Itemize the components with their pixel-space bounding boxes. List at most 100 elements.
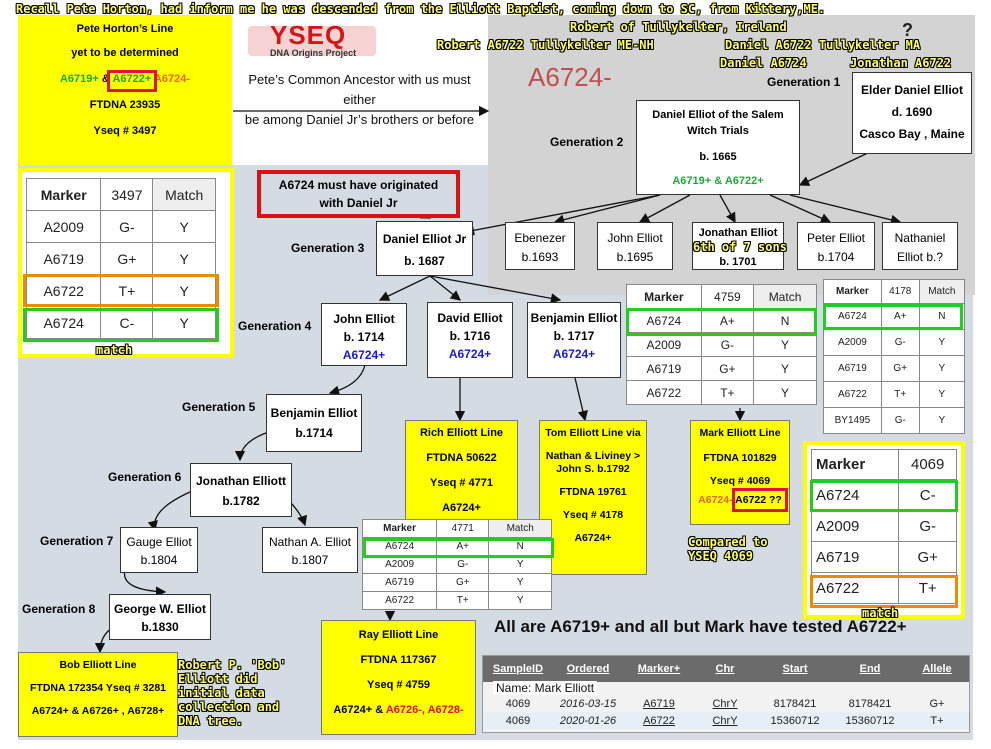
person-name-line1: Daniel Elliot of the Salem <box>652 109 784 121</box>
col-sampleid[interactable]: SampleID <box>492 663 544 675</box>
line-snp2: A6726-, A6728- <box>385 704 464 716</box>
person-ebenezer: Ebenezer b.1693 <box>505 222 575 270</box>
table-row: A6719 G+ <box>810 541 957 573</box>
bob-note-line: initial data <box>178 686 265 700</box>
header-cell: Match <box>488 519 552 538</box>
cell-marker[interactable]: A6722 <box>643 714 675 727</box>
table-row: A2009 G- Y <box>823 329 966 356</box>
summary-text: All are A6719+ and all but Mark have tes… <box>494 617 907 636</box>
line-snp: A6724+ <box>442 502 481 514</box>
table-row: A2009 G- <box>810 510 957 542</box>
bob-note: Robert P. 'Bob' Elliott did initial data… <box>178 658 286 728</box>
marker-cell: A2009 <box>361 555 438 574</box>
value-cell: G+ <box>100 242 154 275</box>
person-name-line2: Witch Trials <box>687 125 749 137</box>
value-cell: G- <box>880 329 920 356</box>
mark-elliott-line-box: Mark Elliott Line FTDNA 101829 Yseq # 40… <box>690 420 790 525</box>
person-nathaniel: Nathaniel Elliot b.? <box>882 222 958 270</box>
col-end[interactable]: End <box>859 663 881 675</box>
value-cell: G- <box>898 510 957 542</box>
header-cell: 4759 <box>700 284 755 309</box>
col-ordered[interactable]: Ordered <box>566 663 610 675</box>
person-dates: d. 1690 <box>891 105 933 119</box>
yseq-logo: YSEQ DNA Origins Project <box>248 20 383 62</box>
tom-elliott-line-box: Tom Elliott Line via Nathan & Liviney > … <box>539 420 647 575</box>
marker-table-4178: Marker 4178 Match A6724 A+ N A2009 G- Y … <box>823 279 966 434</box>
col-chr[interactable]: Chr <box>715 663 735 675</box>
value-cell: G+ <box>436 573 490 592</box>
bob-elliott-line-box: Bob Elliott Line FTDNA 172354 Yseq # 328… <box>18 652 178 737</box>
table-row: A6719 G+ Y <box>361 573 552 592</box>
marker-cell: A2009 <box>25 210 102 243</box>
person-dates: b.1782 <box>222 494 260 508</box>
marker-cell: A6724 <box>810 479 900 511</box>
table-row: A6719 G+ Y <box>25 242 216 275</box>
ray-elliott-line-box: Ray Elliott Line FTDNA 117367 Yseq # 475… <box>321 620 476 735</box>
value-cell: T+ <box>700 380 755 405</box>
person-name: George W. Elliot <box>113 602 206 616</box>
match-cell: Y <box>152 306 216 339</box>
person-name: Ebenezer <box>514 231 566 245</box>
line-ftdna: FTDNA 172354 Yseq # 3281 <box>30 682 166 694</box>
marker-cell: A6722 <box>361 591 438 610</box>
t4759-a6724-highlight <box>626 308 817 336</box>
table-row: A2009 G- Y <box>25 210 216 243</box>
cell-chr[interactable]: ChrY <box>712 697 738 710</box>
person-dates: b. 1687 <box>404 254 445 268</box>
match-cell: Y <box>152 210 216 243</box>
person-name: Elder Daniel Elliot <box>860 83 964 97</box>
generation-8-label: Generation 8 <box>22 602 96 616</box>
person-dates: Elliot b.? <box>896 250 944 264</box>
pete-snp-a6719: A6719+ <box>59 73 99 85</box>
a6724-minus-label: A6724- <box>528 62 612 92</box>
match-cell: Y <box>753 380 817 405</box>
match-cell: Y <box>152 242 216 275</box>
col-allele[interactable]: Allele <box>922 663 952 675</box>
pete-snps: A6719+ & A6722+ A6724- <box>18 73 232 85</box>
person-nathan: Nathan A. Elliot b.1807 <box>262 527 358 573</box>
match-cell: Y <box>753 332 817 357</box>
line-snp2: A6722 ?? <box>735 494 782 506</box>
yseq-logo-tagline: DNA Origins Project <box>270 48 357 58</box>
marker-cell: A2009 <box>626 332 702 357</box>
person-benjamin-1717: Benjamin Elliot b. 1717 A6724+ <box>527 302 621 378</box>
line-title: Bob Elliott Line <box>59 659 137 671</box>
line-yseq: Yseq # 4178 <box>562 509 624 521</box>
cell-ordered: 2016-03-15 <box>559 697 617 710</box>
table-row: A6719 G+ Y <box>823 355 966 382</box>
match-cell: Y <box>918 407 966 434</box>
marker-cell: A6719 <box>810 541 900 573</box>
bob-note-line: collection and <box>178 700 280 714</box>
person-name: Daniel Elliot Jr <box>382 232 467 246</box>
marker-cell: A2009 <box>810 510 900 542</box>
value-cell: G+ <box>880 355 920 382</box>
match-cell: Y <box>918 355 966 382</box>
line-snp: A6724+ & A6726+ , A6728+ <box>31 705 165 717</box>
match-cell: Y <box>152 274 216 307</box>
header-cell: Match <box>753 284 817 309</box>
ancestor-note-line2: be among Daniel Jr’s brothers or before <box>244 112 475 127</box>
marker-cell: A6724 <box>626 308 702 333</box>
line-yseq: Yseq # 4759 <box>367 679 430 691</box>
match-cell: Y <box>488 555 552 574</box>
person-name: Nathaniel <box>894 231 946 245</box>
cell-allele: G+ <box>929 697 945 710</box>
cell-marker[interactable]: A6719 <box>643 697 675 710</box>
value-cell: T+ <box>436 591 490 610</box>
marker-cell: A2009 <box>823 329 882 356</box>
pete-snp-a6722: A6722+ <box>112 73 152 85</box>
cell-chr[interactable]: ChrY <box>712 714 738 727</box>
person-name: David Elliot <box>437 311 503 325</box>
line-title: Tom Elliott Line via <box>545 427 641 439</box>
generation-3-label: Generation 3 <box>291 241 365 255</box>
value-cell: A+ <box>880 303 920 330</box>
col-start[interactable]: Start <box>782 663 808 675</box>
daniel-a6722-label: Daniel A6722 Tullykelter MA <box>725 38 921 52</box>
table-row: A6724 A+ N <box>626 308 817 333</box>
generation-1-label: Generation 1 <box>767 75 841 89</box>
col-marker[interactable]: Marker+ <box>637 663 681 675</box>
rich-elliott-line-box: Rich Elliott Line FTDNA 50622 Yseq # 477… <box>405 420 518 530</box>
person-benjamin-1714: Benjamin Elliot b.1714 <box>266 394 362 452</box>
line-snp: A6724+ <box>574 532 612 544</box>
